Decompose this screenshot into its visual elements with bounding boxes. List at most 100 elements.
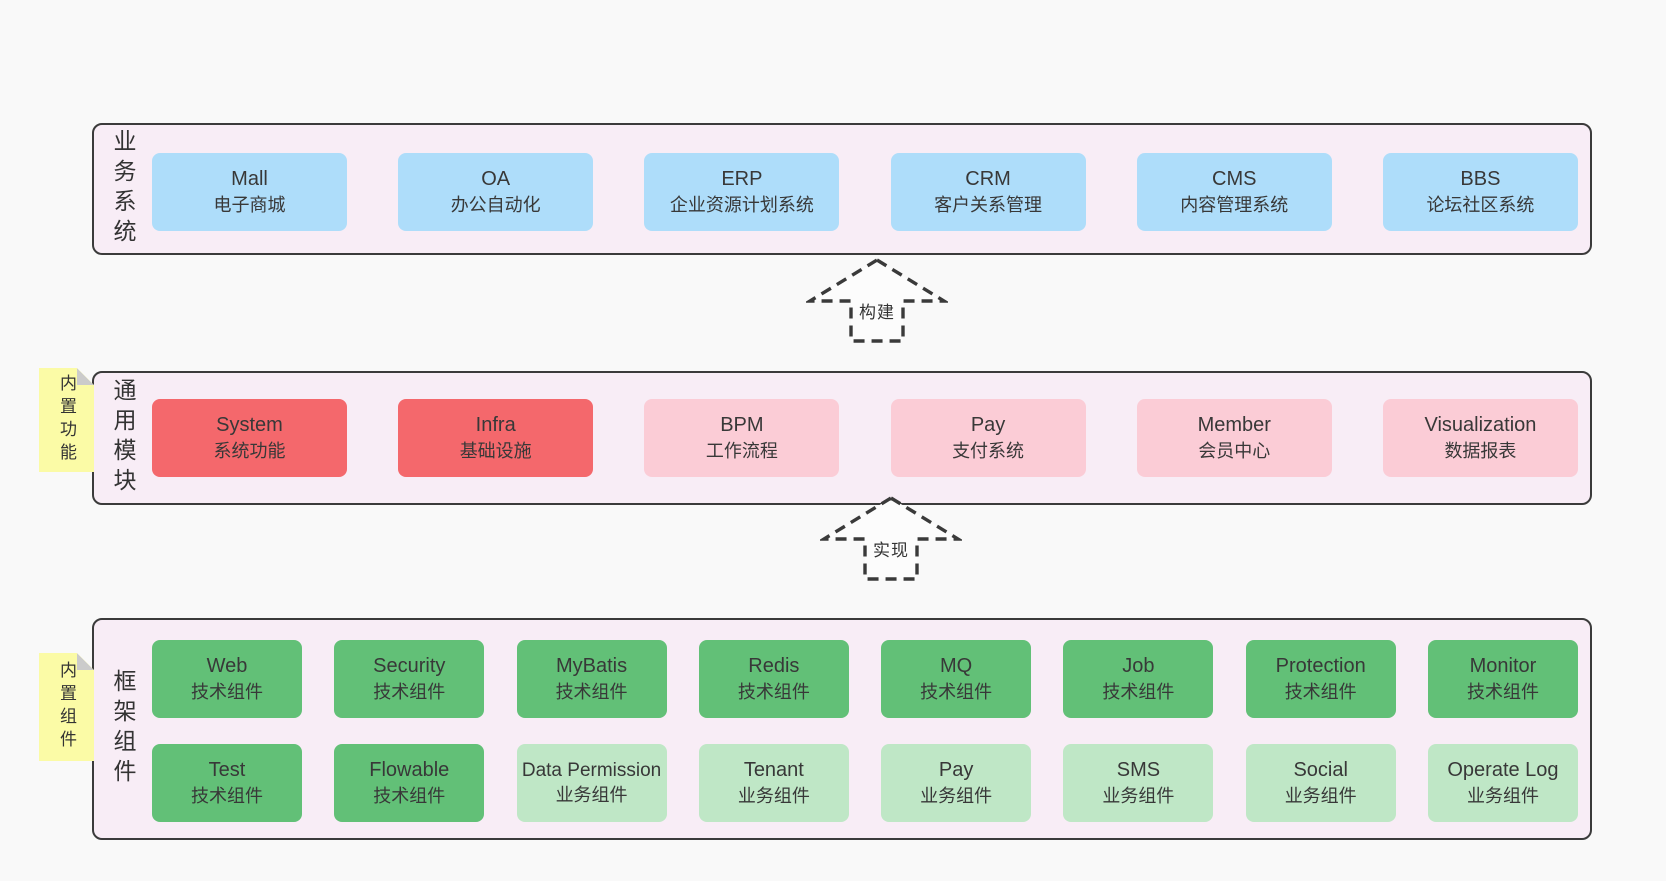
- panel-business-systems: 业务系统 Mall 电子商城 OA 办公自动化 ERP 企业资源计划系统 CRM…: [92, 123, 1592, 255]
- box-subtitle: 技术组件: [555, 682, 628, 702]
- layer-label-components: 框架组件: [110, 669, 136, 789]
- box-subtitle: 技术组件: [191, 786, 263, 806]
- box-title: Job: [1122, 655, 1155, 677]
- box-subtitle: 业务组件: [920, 786, 993, 806]
- box-subtitle: 技术组件: [920, 682, 993, 702]
- box-title: MyBatis: [556, 655, 628, 677]
- box-title: System: [216, 414, 283, 436]
- box-protection: Protection 技术组件: [1245, 640, 1396, 718]
- box-title: Monitor: [1469, 655, 1537, 677]
- box-subtitle: 业务组件: [737, 786, 810, 806]
- box-title: Tenant: [743, 759, 804, 781]
- arrow-implement-label: 实现: [873, 541, 909, 560]
- box-subtitle: 基础设施: [459, 441, 532, 461]
- box-sms: SMS 业务组件: [1063, 744, 1214, 822]
- modules-box-row: System 系统功能 Infra 基础设施 BPM 工作流程 Pay 支付系统…: [152, 399, 1578, 477]
- box-social: Social 业务组件: [1245, 744, 1396, 822]
- box-title: SMS: [1116, 759, 1161, 781]
- box-redis: Redis 技术组件: [698, 640, 849, 718]
- box-title: Web: [206, 655, 248, 677]
- box-title: Social: [1293, 759, 1348, 781]
- box-subtitle: 办公自动化: [450, 195, 541, 215]
- box-title: Member: [1197, 414, 1271, 436]
- up-arrow-shape: [806, 258, 948, 343]
- box-subtitle: 业务组件: [1102, 786, 1175, 806]
- box-system: System 系统功能: [152, 399, 347, 477]
- box-title: Protection: [1275, 655, 1366, 677]
- box-subtitle: 支付系统: [952, 441, 1025, 461]
- box-title: CRM: [965, 168, 1011, 190]
- box-subtitle: 内容管理系统: [1180, 195, 1289, 215]
- box-subtitle: 会员中心: [1198, 441, 1271, 461]
- box-subtitle: 客户关系管理: [934, 195, 1043, 215]
- arrow-build-label: 构建: [859, 303, 895, 322]
- box-operate-log: Operate Log 业务组件: [1427, 744, 1578, 822]
- box-subtitle: 业务组件: [1284, 786, 1357, 806]
- box-test: Test 技术组件: [152, 744, 302, 822]
- box-subtitle: 业务组件: [1466, 786, 1539, 806]
- box-subtitle: 系统功能: [213, 441, 286, 461]
- box-title: Infra: [475, 414, 516, 436]
- arrow-build: 构建: [806, 256, 948, 344]
- box-title: Pay: [938, 759, 974, 781]
- layer-label-modules: 通用模块: [110, 378, 136, 498]
- box-bbs: BBS 论坛社区系统: [1382, 153, 1578, 231]
- box-title: Pay: [970, 414, 1006, 436]
- box-bpm: BPM 工作流程: [644, 399, 840, 477]
- box-title: ERP: [721, 168, 763, 190]
- panel-common-modules: 通用模块 System 系统功能 Infra 基础设施 BPM 工作流程 Pay…: [92, 371, 1592, 505]
- box-pay-module: Pay 支付系统: [890, 399, 1086, 477]
- box-subtitle: 数据报表: [1444, 441, 1517, 461]
- sticky-note-built-in-features: 内置功能: [39, 368, 94, 472]
- box-member: Member 会员中心: [1136, 399, 1332, 477]
- box-monitor: Monitor 技术组件: [1427, 640, 1578, 718]
- sticky-note-built-in-components: 内置组件: [39, 653, 94, 761]
- layer-label-business: 业务系统: [110, 129, 136, 249]
- box-mybatis: MyBatis 技术组件: [516, 640, 667, 718]
- box-erp: ERP 企业资源计划系统: [644, 153, 840, 231]
- box-title: Security: [373, 655, 446, 677]
- sticky-note-label: 内置组件: [57, 661, 76, 753]
- box-security: Security 技术组件: [334, 640, 485, 718]
- components-row-1: Web 技术组件 Security 技术组件 MyBatis 技术组件 Redi…: [152, 640, 1578, 718]
- box-subtitle: 工作流程: [705, 441, 778, 461]
- box-title: CMS: [1212, 168, 1257, 190]
- box-visualization: Visualization 数据报表: [1382, 399, 1578, 477]
- box-infra: Infra 基础设施: [398, 399, 594, 477]
- box-tenant: Tenant 业务组件: [698, 744, 849, 822]
- business-box-row: Mall 电子商城 OA 办公自动化 ERP 企业资源计划系统 CRM 客户关系…: [152, 153, 1578, 231]
- box-title: Redis: [748, 655, 800, 677]
- box-oa: OA 办公自动化: [398, 153, 594, 231]
- box-subtitle: 企业资源计划系统: [669, 195, 814, 215]
- box-subtitle: 论坛社区系统: [1426, 195, 1535, 215]
- panel-framework-components: 框架组件 Web 技术组件 Security 技术组件 MyBatis 技术组件…: [92, 618, 1592, 840]
- box-subtitle: 技术组件: [191, 682, 263, 702]
- folded-corner: [77, 368, 94, 385]
- box-mq: MQ 技术组件: [881, 640, 1032, 718]
- box-title: OA: [481, 168, 511, 190]
- box-mall: Mall 电子商城: [152, 153, 347, 231]
- box-title: Mall: [231, 168, 268, 190]
- box-data-permission: Data Permission 业务组件: [516, 744, 667, 822]
- box-title: Flowable: [369, 759, 450, 781]
- components-row-2: Test 技术组件 Flowable 技术组件 Data Permission …: [152, 744, 1578, 822]
- box-title: Test: [208, 759, 246, 781]
- box-title: Visualization: [1424, 414, 1537, 436]
- box-title: BPM: [720, 414, 764, 436]
- sticky-note-label: 内置功能: [57, 374, 76, 466]
- up-arrow-shape: [820, 496, 962, 581]
- box-title: MQ: [940, 655, 973, 677]
- arrow-implement: 实现: [820, 494, 962, 582]
- box-title: Operate Log: [1447, 759, 1559, 781]
- box-subtitle: 技术组件: [1466, 682, 1539, 702]
- box-flowable: Flowable 技术组件: [334, 744, 485, 822]
- box-job: Job 技术组件: [1063, 640, 1214, 718]
- box-cms: CMS 内容管理系统: [1136, 153, 1332, 231]
- box-title: BBS: [1460, 168, 1501, 190]
- box-subtitle: 电子商城: [213, 195, 286, 215]
- box-web: Web 技术组件: [152, 640, 302, 718]
- box-subtitle: 技术组件: [373, 682, 446, 702]
- box-subtitle: 技术组件: [1102, 682, 1175, 702]
- box-crm: CRM 客户关系管理: [890, 153, 1086, 231]
